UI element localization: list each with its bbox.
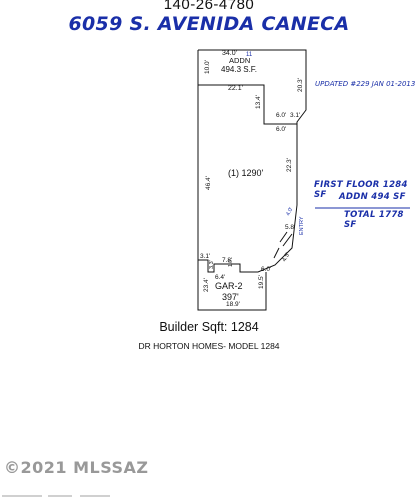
- mls-copyright: ©2021 MLSSAZ: [4, 458, 149, 477]
- bottom-watermark-strip: [0, 486, 418, 500]
- garage-dim-bottom: 18.9': [226, 301, 240, 308]
- entry-step: [279, 231, 288, 243]
- garage-dim-small: 1.0': [228, 259, 234, 267]
- addn-dim-step: 13.4': [255, 95, 262, 109]
- garage-dim-inner: 6.4': [215, 274, 225, 281]
- addn-dim-chamfer: 3.1': [290, 112, 300, 119]
- addn-marker: 11: [246, 52, 253, 58]
- addn-dim-top: 34.0': [222, 50, 237, 57]
- builder-model: DR HORTON HOMES- MODEL 1284: [138, 341, 280, 351]
- garage-dim-step-side: 3.3': [209, 260, 215, 269]
- main-label: (1) 1290': [228, 168, 264, 178]
- garage-label: GAR-2: [215, 281, 243, 291]
- entry-label: ENTRY: [299, 216, 305, 235]
- main-house-outline: [197, 85, 298, 273]
- updated-note: UPDATED #229 JAN 01-2013: [315, 80, 416, 88]
- parcel-number: 140-26-4780: [163, 0, 255, 13]
- addn-area: 494.3 S.F.: [221, 65, 257, 74]
- addn-dim-right: 20.3': [297, 78, 304, 92]
- garage-dim-left: 23.4': [203, 278, 210, 292]
- main-dim-entry-small: 4.0': [285, 206, 294, 216]
- garage-outline: [197, 260, 267, 311]
- garage-dim-jog: 7.8': [222, 257, 232, 264]
- main-dim-right: 22.3': [286, 158, 293, 172]
- addn-label: ADDN: [229, 56, 250, 65]
- entry-step: [282, 233, 293, 247]
- total-area: TOTAL 1778 SF: [344, 210, 404, 230]
- entry-step: [273, 247, 280, 259]
- addn-dim-left: 10.0': [204, 60, 211, 74]
- property-address: 6059 S. AVENIDA CANECA: [68, 13, 350, 35]
- main-dim-angle: 4.5': [282, 252, 292, 263]
- first-floor-area: FIRST FLOOR 1284 SF: [314, 180, 408, 200]
- builder-sqft: Builder Sqft: 1284: [159, 320, 259, 334]
- garage-dim-step-top: 3.1': [200, 253, 210, 260]
- addn-area-note: ADDN 494 SF: [339, 192, 406, 202]
- addn-dim-bottom: 22.1': [228, 85, 243, 92]
- main-dim-entry: 5.8': [285, 224, 295, 231]
- main-dim-left: 46.4': [205, 176, 212, 190]
- addn-dim-notch: 6.0': [276, 112, 286, 119]
- main-dim-under-notch: 6.0': [276, 126, 286, 133]
- main-dim-bottom-stub: 6.0': [261, 266, 271, 273]
- garage-area: 397': [222, 292, 239, 302]
- garage-dim-right: 19.5': [258, 275, 265, 289]
